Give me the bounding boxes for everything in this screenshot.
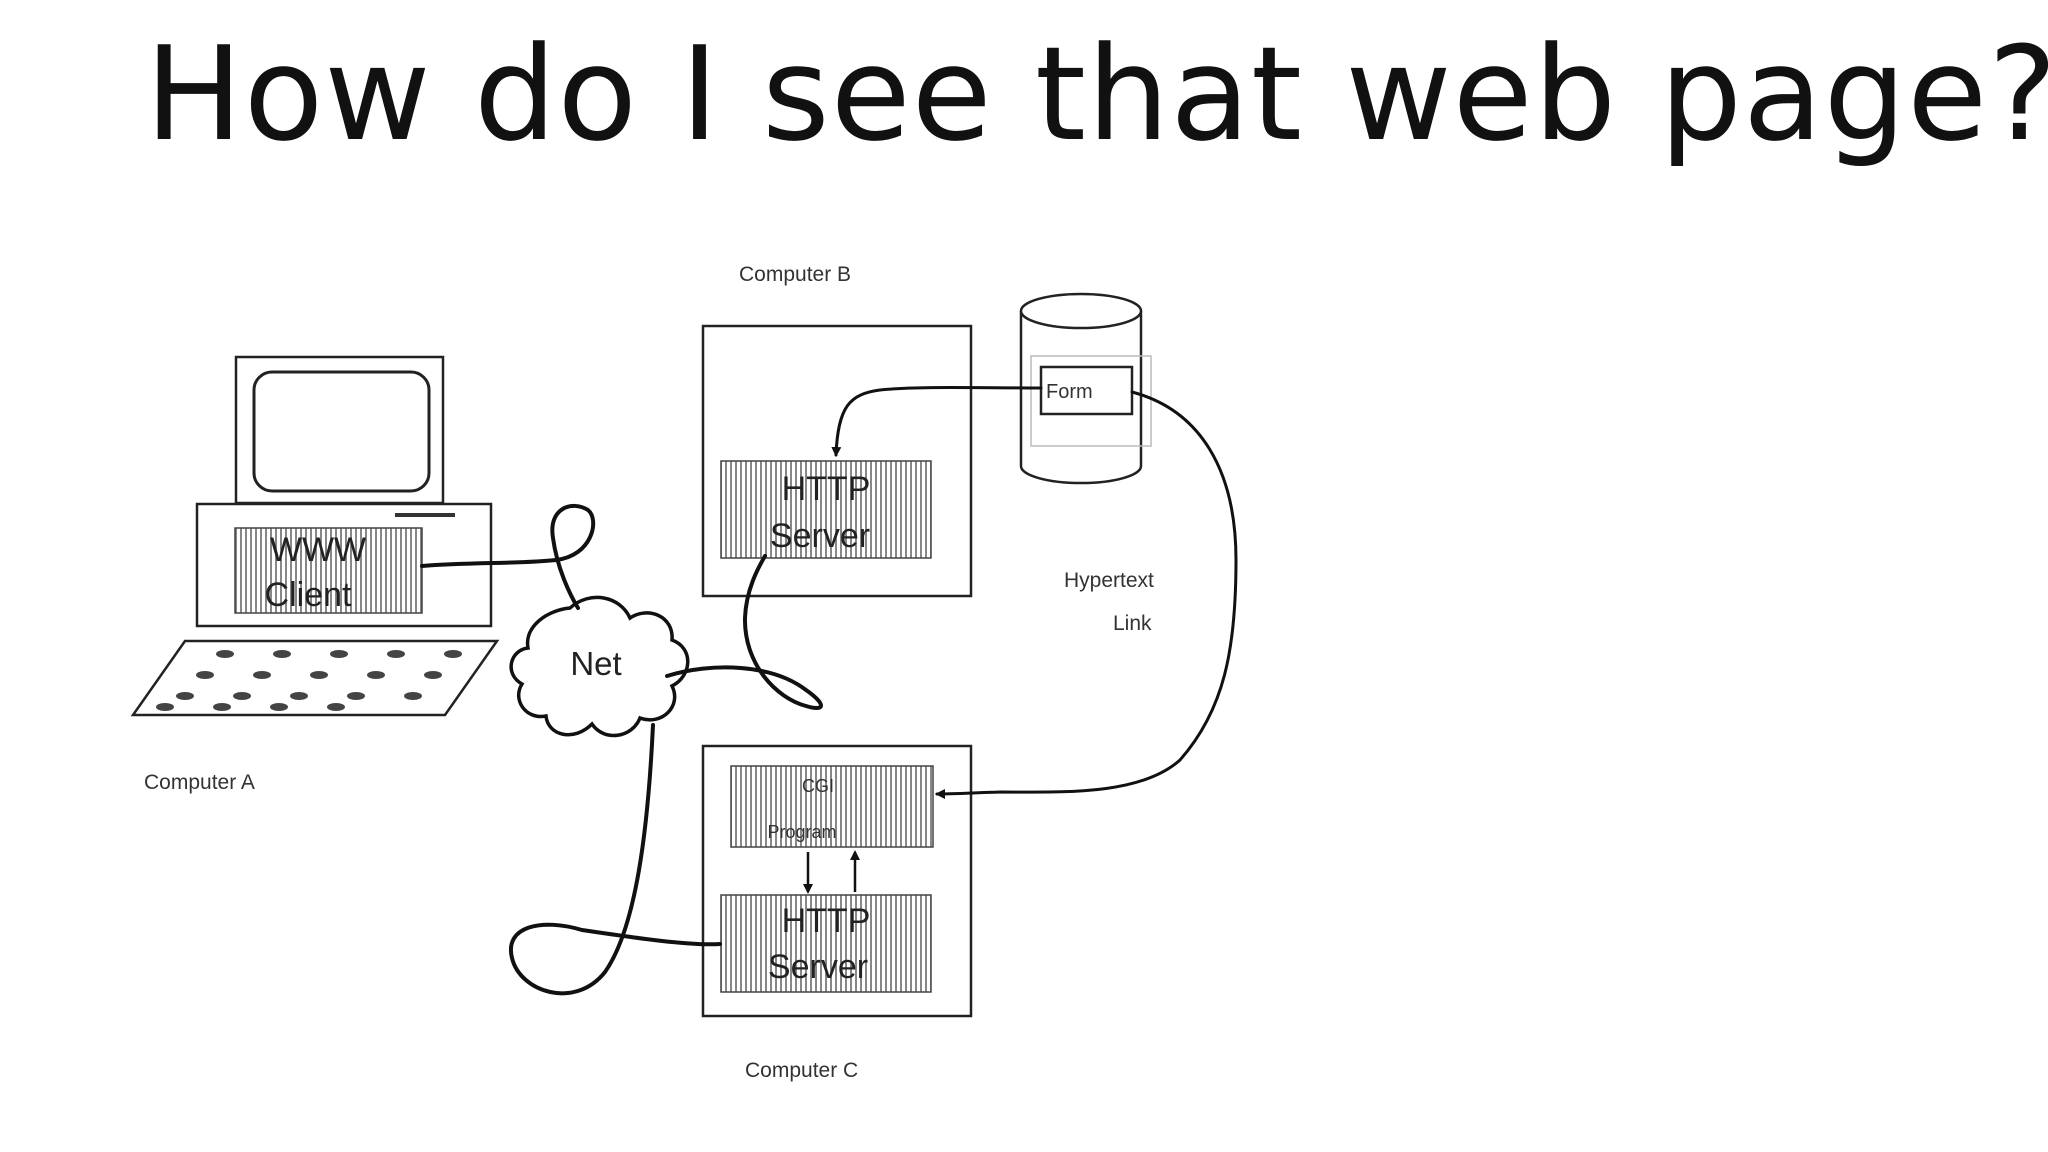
http-server-c-box [720, 894, 932, 993]
wire-net-to-server-b [665, 554, 823, 710]
slide-title: How do I see that web page? [145, 18, 2048, 170]
computer-b-label: Computer B [739, 263, 851, 286]
hypertext-link-arrow [935, 390, 1238, 799]
hypertext-link-label-line1: Hypertext [1064, 569, 1154, 592]
net-label: Net [570, 645, 621, 682]
www-client-label-line1: WWW [270, 531, 366, 569]
form-label: Form [1046, 381, 1093, 403]
computer-a-label: Computer A [144, 771, 255, 794]
http-server-b-box [720, 460, 932, 559]
wire-net-to-server-c [508, 723, 722, 996]
http-server-c-label-line2: Server [768, 948, 868, 986]
net-cloud: Net [509, 595, 690, 738]
form-to-http-server-b-arrow [831, 386, 1043, 457]
computer-c: CGI Program HTTP Server Computer C [701, 744, 973, 1082]
cgi-program-box [730, 765, 934, 848]
www-client-box [234, 527, 423, 614]
document-store-icon: Form [1019, 292, 1152, 485]
form-box [1039, 365, 1134, 416]
hypertext-link-label-line2: Link [1113, 612, 1152, 635]
www-client-label-line2: Client [265, 576, 352, 614]
computer-c-label: Computer C [745, 1059, 858, 1082]
monitor-icon [234, 355, 445, 505]
wire-client-to-net [420, 504, 596, 610]
cgi-program-label-line1: CGI [802, 776, 834, 796]
http-server-c-label-line1: HTTP [782, 902, 871, 940]
http-server-b-label-line1: HTTP [782, 470, 871, 508]
http-server-b-label-line2: Server [770, 517, 870, 555]
keyboard-icon [130, 639, 500, 717]
computer-b: Computer B HTTP Server [701, 263, 973, 598]
computer-a: WWW Client Computer A [130, 355, 500, 794]
cgi-program-label-line2: Program [767, 822, 836, 842]
